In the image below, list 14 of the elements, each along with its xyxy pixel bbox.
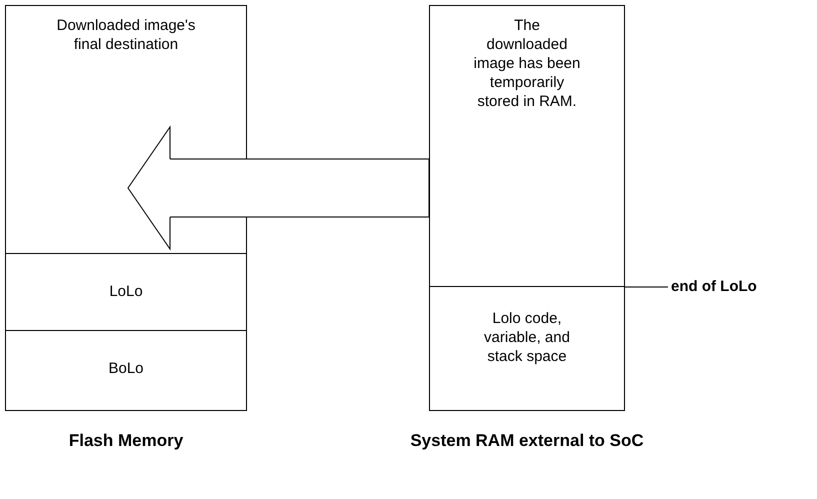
block-arrow	[128, 126, 430, 250]
memory-region	[429, 286, 625, 411]
memory-title: Flash Memory	[68, 430, 184, 452]
memory-title: System RAM external to SoC	[409, 430, 645, 452]
memory-region	[5, 253, 247, 331]
memory-region	[5, 330, 247, 411]
region-label: LoLo	[108, 282, 144, 301]
boundary-label: end of LoLo	[671, 278, 757, 295]
region-label: Lolo code, variable, and stack space	[483, 309, 571, 366]
region-label: Downloaded image's final destination	[56, 16, 196, 54]
region-label: BoLo	[107, 359, 145, 378]
memory-region	[5, 5, 247, 254]
region-label: The downloaded image has been temporarily stored in RAM.	[472, 16, 582, 111]
memory-region	[429, 5, 625, 287]
